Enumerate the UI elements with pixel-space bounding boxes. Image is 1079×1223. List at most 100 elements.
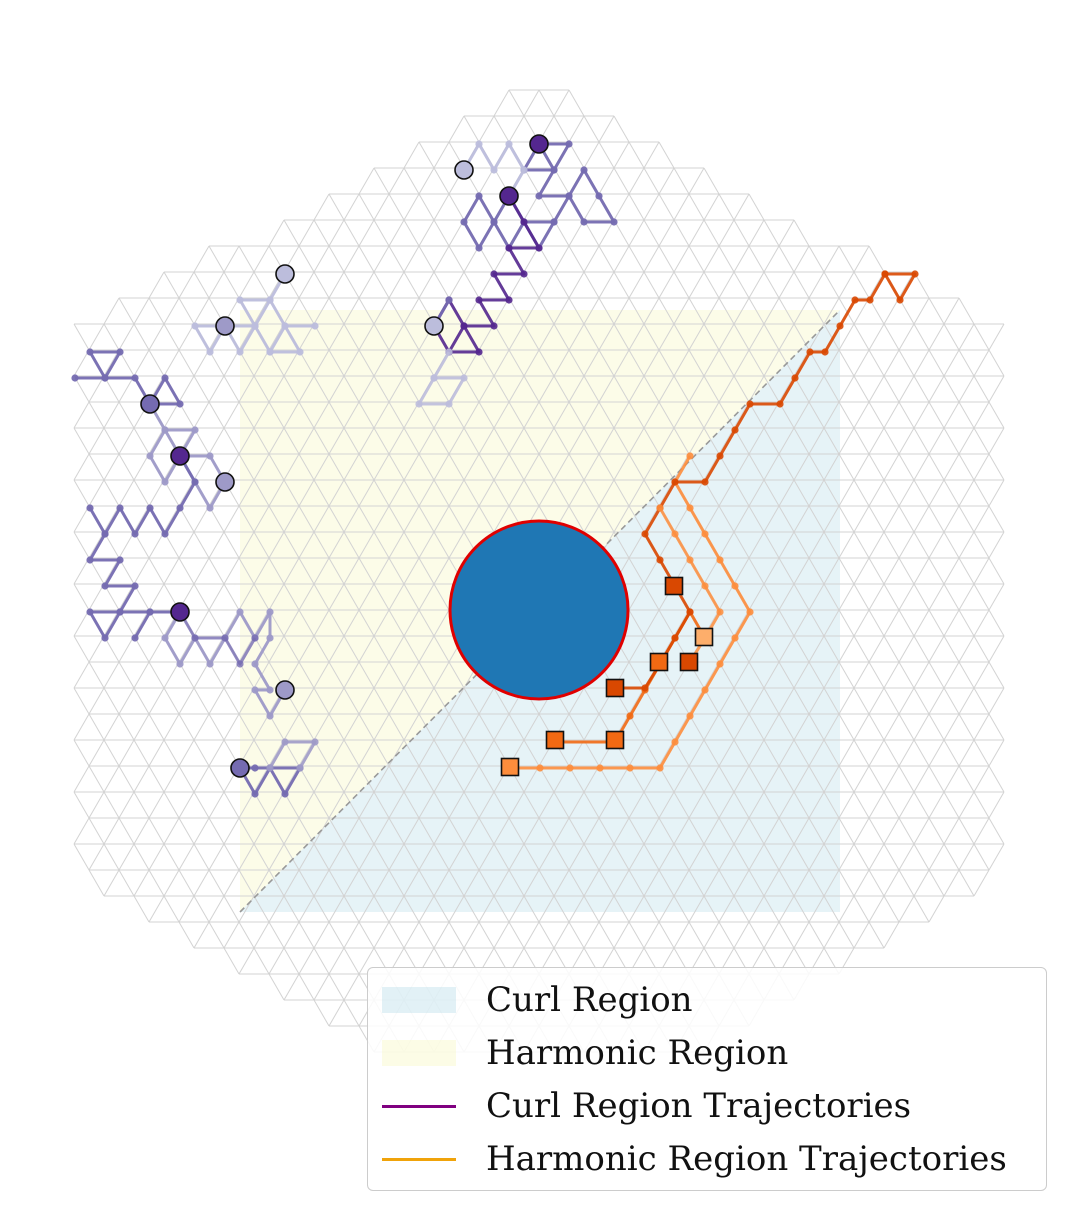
mesh-edge [718,791,735,819]
mesh-edge [718,271,735,299]
mesh-edge [853,297,870,325]
mesh-edge [838,661,855,689]
mesh-edge [133,297,150,325]
mesh-edge [658,817,675,845]
mesh-edge [553,817,570,845]
mesh-edge [658,453,675,481]
mesh-edge [478,401,495,429]
mesh-edge [508,427,525,455]
mesh-edge [643,843,660,871]
mesh-edge [73,661,90,689]
mesh-edge [658,349,675,377]
mesh-edge [313,869,330,897]
trajectory-node [566,764,574,772]
mesh-edge [568,479,585,507]
mesh-edge [628,869,645,897]
mesh-edge [868,817,885,845]
curl-start-marker [170,602,190,622]
mesh-edge [808,635,825,663]
mesh-edge [208,583,225,611]
mesh-edge [508,453,525,481]
mesh-edge [523,479,540,507]
mesh-edge [373,271,390,299]
mesh-edge [523,375,540,403]
mesh-edge [163,297,180,325]
mesh-edge [643,375,660,403]
mesh-edge [358,453,375,481]
mesh-edge [343,479,360,507]
mesh-edge [88,479,105,507]
mesh-edge [493,921,510,949]
mesh-edge [928,843,945,871]
trajectory-node [851,296,859,304]
mesh-edge [388,843,405,871]
mesh-edge [178,739,195,767]
mesh-edge [163,349,180,377]
mesh-edge [703,791,720,819]
mesh-edge [823,323,840,351]
trajectory-path [75,350,182,406]
mesh-edge [568,375,585,403]
trajectory-node [86,348,94,356]
mesh-edge [853,739,870,767]
mesh-edge [763,739,780,767]
mesh-edge [433,219,450,247]
trajectory-node [251,634,259,642]
mesh-edge [733,297,750,325]
mesh-edge [73,453,90,481]
mesh-edge [418,219,435,247]
mesh-edge [658,609,675,637]
mesh-edge [103,765,120,793]
mesh-edge [208,531,225,559]
trajectory-node [836,322,844,330]
mesh-edge [178,323,195,351]
mesh-edge [313,713,330,741]
mesh-edge [823,505,840,533]
mesh-edge [133,817,150,845]
mesh-edge [568,713,585,741]
mesh-edge [688,271,705,299]
trajectory-node [236,660,244,668]
mesh-edge [808,557,825,585]
mesh-edge [988,635,1005,663]
mesh-edge [343,505,360,533]
trajectory-node [296,764,304,772]
mesh-edge [658,167,675,195]
mesh-edge [568,271,585,299]
mesh-edge [373,895,390,923]
mesh-edge [373,635,390,663]
mesh-edge [328,765,345,793]
mesh-edge [463,765,480,793]
mesh-edge [913,713,930,741]
trajectory-node [161,426,169,434]
trajectory-node [806,348,814,356]
mesh-edge [448,765,465,793]
mesh-edge [73,687,90,715]
mesh-edge [433,713,450,741]
mesh-edge [358,609,375,637]
legend-line-curl-trajectories [382,1104,456,1108]
mesh-edge [103,401,120,429]
mesh-edge [958,479,975,507]
mesh-edge [193,921,210,949]
mesh-edge [448,427,465,455]
mesh-edge [598,167,615,195]
mesh-edge [148,791,165,819]
mesh-edge [208,791,225,819]
mesh-edge [658,271,675,299]
mesh-edge [313,297,330,325]
trajectory-node [656,556,664,564]
mesh-edge [268,479,285,507]
mesh-edge [883,895,900,923]
mesh-edge [928,739,945,767]
mesh-edge [958,297,975,325]
mesh-edge [913,375,930,403]
mesh-edge [928,609,945,637]
mesh-edge [88,401,105,429]
mesh-edge [208,245,225,273]
legend-line-harmonic-trajectories [382,1157,456,1161]
mesh-edge [823,453,840,481]
mesh-edge [373,219,390,247]
mesh-edge [598,453,615,481]
mesh-edge [313,219,330,247]
